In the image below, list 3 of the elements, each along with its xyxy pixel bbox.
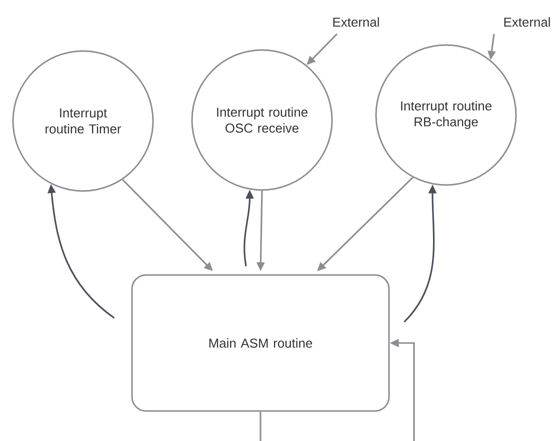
source-label: External <box>333 17 379 27</box>
routine-box: Main ASM routine <box>131 274 390 412</box>
source-label: External <box>504 17 550 27</box>
